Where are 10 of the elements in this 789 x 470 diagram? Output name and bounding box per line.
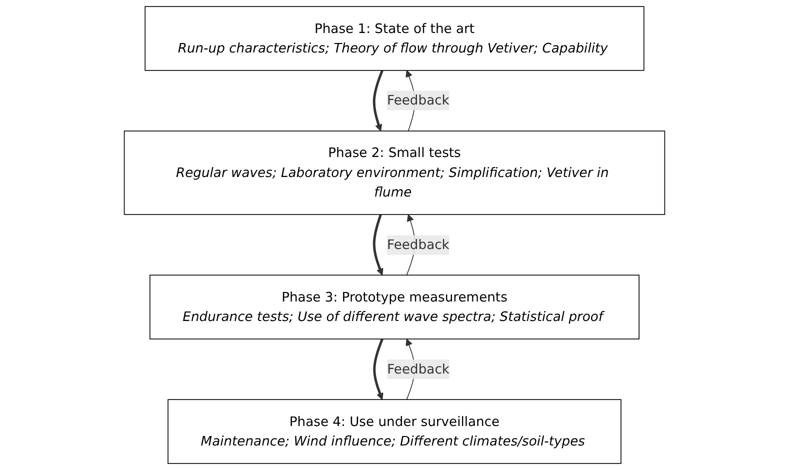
edge-label: Feedback <box>387 361 450 377</box>
arrow <box>372 70 384 132</box>
node-box: Phase 3: Prototype measurements Endurance tests; Use of different wave spectra; Statistical proof <box>150 274 640 340</box>
node-box: Phase 1: State of the art Run-up characteristics; Theory of flow through Vetiver; Capability <box>144 6 644 71</box>
edge-label: Feedback <box>386 236 450 252</box>
arrow <box>372 214 384 276</box>
node-box: Phase 4: Use under surveillance Maintenance; Wind influence; Different climates/soil-types <box>168 399 622 464</box>
arrow <box>373 338 384 400</box>
edge-label: Feedback <box>386 92 450 108</box>
node-box: Phase 2: Small tests Regular waves; Laboratory environment; Simplification; Vetiver in flume <box>124 130 666 215</box>
